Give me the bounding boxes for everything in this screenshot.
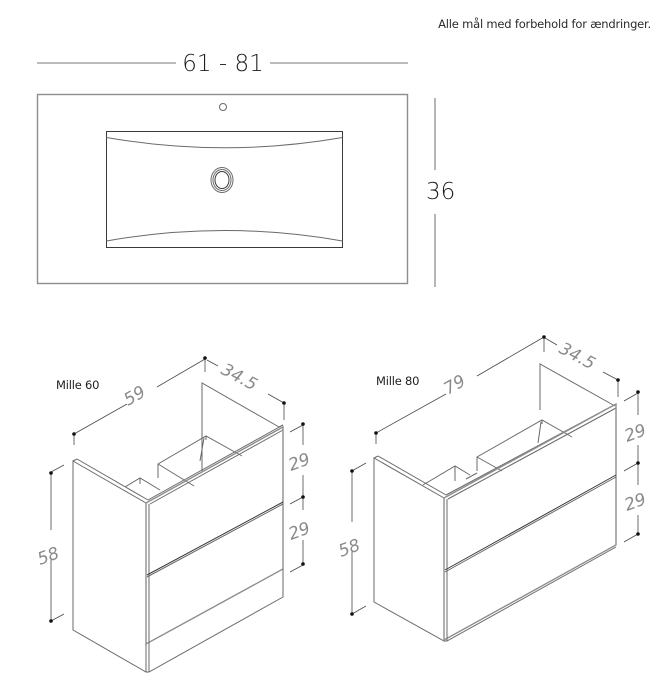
mille80-height-dimension: 58 <box>336 462 367 616</box>
mille60-depth-label: 34.5 <box>218 360 261 395</box>
mille60-upper-drawer-height: 29 <box>286 450 313 476</box>
mille80-width-dimension: 79 <box>374 335 546 444</box>
mille60-height-label: 58 <box>35 543 62 569</box>
mille60-width-dimension: 59 <box>72 356 207 445</box>
mille60-width-label: 59 <box>121 382 150 410</box>
mille60-body <box>72 382 284 673</box>
mille60-drawer-dimensions: 29 29 <box>286 422 313 573</box>
basin-top-view: 61 - 81 36 <box>36 51 455 287</box>
cabinet-mille-60: 59 34.5 29 29 <box>35 356 313 673</box>
mille60-height-dimension: 58 <box>35 464 65 623</box>
cabinet-mille-80: 79 34.5 29 29 <box>336 335 649 642</box>
countertop-outline <box>36 93 409 285</box>
basin-width-dimension: 61 - 81 <box>37 51 408 77</box>
mille80-drawer-dimensions: 29 29 <box>622 390 649 543</box>
mille60-depth-dimension: 34.5 <box>206 359 286 420</box>
mille80-lower-drawer-height: 29 <box>622 490 649 516</box>
mille80-upper-drawer-height: 29 <box>622 421 649 447</box>
mille80-height-label: 58 <box>336 535 363 561</box>
drain-icon <box>210 167 234 193</box>
cabinet-label-mille-60: Mille 60 <box>56 378 100 392</box>
disclaimer-text: Alle mål med forbehold for ændringer. <box>438 17 651 31</box>
cabinet-label-mille-80: Mille 80 <box>376 374 420 388</box>
basin-bowl <box>106 131 343 248</box>
mille80-body <box>373 363 617 642</box>
basin-depth-dimension: 36 <box>426 98 455 287</box>
mille80-depth-label: 34.5 <box>556 339 599 374</box>
tap-hole-icon <box>219 103 227 111</box>
basin-depth-label: 36 <box>426 179 455 205</box>
basin-width-label: 61 - 81 <box>182 51 263 77</box>
mille60-lower-drawer-height: 29 <box>286 519 313 545</box>
